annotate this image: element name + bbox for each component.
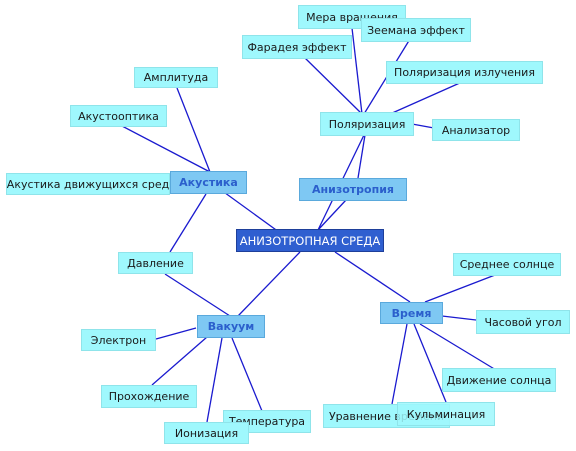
- node-acoustics-moving[interactable]: Акустика движущихся сред: [6, 173, 170, 195]
- link-pol-faraday: [304, 57, 363, 115]
- node-amplitude[interactable]: Амплитуда: [134, 67, 218, 88]
- node-rotation-measure[interactable]: Мера вращения: [298, 5, 406, 29]
- link-vacuum-temperature: [231, 337, 263, 412]
- node-analyzer[interactable]: Анализатор: [432, 119, 520, 141]
- link-pol-rotation: [351, 27, 363, 115]
- link-vacuum-pressure: [164, 273, 231, 317]
- node-mean-sun[interactable]: Среднее солнце: [453, 253, 561, 276]
- node-hour-angle[interactable]: Часовой угол: [476, 310, 570, 334]
- link-time-hour-angle: [441, 315, 477, 321]
- link-center-time: [334, 251, 411, 303]
- node-center[interactable]: АНИЗОТРОПНАЯ СРЕДА: [236, 229, 384, 252]
- link-pol-radiation: [389, 81, 463, 115]
- node-radiation-polarization[interactable]: Поляризация излучения: [386, 61, 543, 84]
- node-ionization[interactable]: Ионизация: [164, 422, 249, 444]
- link-center-vacuum: [237, 251, 301, 317]
- node-culmination[interactable]: Кульминация: [397, 402, 495, 426]
- node-passage[interactable]: Прохождение: [101, 385, 197, 408]
- link-vacuum-electron: [155, 327, 197, 340]
- node-electron[interactable]: Электрон: [81, 329, 156, 351]
- node-pressure[interactable]: Давление: [118, 252, 193, 274]
- link-pol-analyzer: [411, 123, 435, 129]
- node-anisotropy[interactable]: Анизотропия: [299, 178, 407, 201]
- node-zeeman-effect[interactable]: Зеемана эффект: [361, 18, 471, 42]
- link-acoustics-amplitude: [176, 87, 211, 173]
- link-center-anisotropy: [317, 199, 347, 231]
- link-pol-anisotropy: [357, 134, 366, 179]
- node-faraday-effect[interactable]: Фарадея эффект: [242, 35, 352, 59]
- node-polarization[interactable]: Поляризация: [320, 112, 414, 136]
- link-acoustics-pressure: [169, 193, 207, 253]
- node-time[interactable]: Время: [380, 302, 443, 324]
- node-sun-motion[interactable]: Движение солнца: [442, 368, 556, 392]
- link-time-mean-sun: [424, 274, 496, 303]
- link-time-sun-motion: [419, 323, 497, 371]
- link-time-equation: [391, 323, 408, 405]
- link-vacuum-ionization: [206, 337, 223, 423]
- link-time-culmination: [413, 323, 447, 403]
- link-vacuum-passage: [151, 336, 208, 386]
- node-vacuum[interactable]: Вакуум: [197, 315, 265, 338]
- node-acoustics[interactable]: Акустика: [170, 171, 247, 194]
- link-acoustics-acoustooptics: [121, 125, 211, 173]
- node-acoustooptics[interactable]: Акустооптика: [70, 105, 167, 127]
